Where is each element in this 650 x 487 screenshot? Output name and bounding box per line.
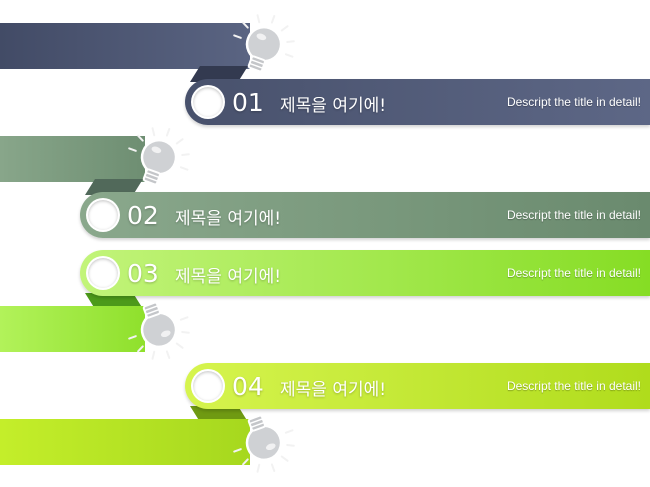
step-4-ribbon: 04 제목을 여기에! Descript the title in detail…	[185, 363, 650, 409]
lightbulb-icon	[128, 127, 190, 186]
step-4-title: 제목을 여기에!	[280, 380, 387, 400]
step-3-number: 03	[127, 259, 159, 288]
step-2-ribbon: 02 제목을 여기에! Descript the title in detail…	[80, 192, 650, 238]
step-1-circle	[191, 85, 225, 119]
lightbulb-icon	[128, 301, 190, 360]
step-2-description: Descript the title in detail!	[506, 208, 641, 222]
step-2-number: 02	[127, 201, 159, 230]
step-1-ribbon: 01 제목을 여기에! Descript the title in detail…	[185, 79, 650, 125]
step-4-tail-ribbon	[0, 419, 250, 465]
step-4-number: 04	[232, 372, 264, 401]
step-2-title: 제목을 여기에!	[175, 209, 282, 229]
step-4-circle	[191, 369, 225, 403]
step-1-number: 01	[232, 88, 264, 117]
step-1-title: 제목을 여기에!	[280, 96, 387, 116]
step-3-fold	[85, 293, 143, 309]
step-1-tail-ribbon	[0, 23, 250, 69]
step-3-tail-ribbon	[0, 306, 145, 352]
step-1-description: Descript the title in detail!	[506, 95, 641, 109]
lightbulb-icon	[233, 414, 295, 473]
step-3-title: 제목을 여기에!	[175, 267, 282, 287]
step-3-ribbon: 03 제목을 여기에! Descript the title in detail…	[80, 250, 650, 296]
step-4-description: Descript the title in detail!	[506, 379, 641, 393]
step-2-tail-ribbon	[0, 136, 145, 182]
step-1-fold	[190, 66, 248, 82]
lightbulb-icon	[233, 14, 295, 73]
step-2-circle	[86, 198, 120, 232]
step-2-fold	[85, 179, 143, 195]
step-4-fold	[190, 406, 248, 422]
step-3-circle	[86, 256, 120, 290]
step-3-description: Descript the title in detail!	[506, 266, 641, 280]
